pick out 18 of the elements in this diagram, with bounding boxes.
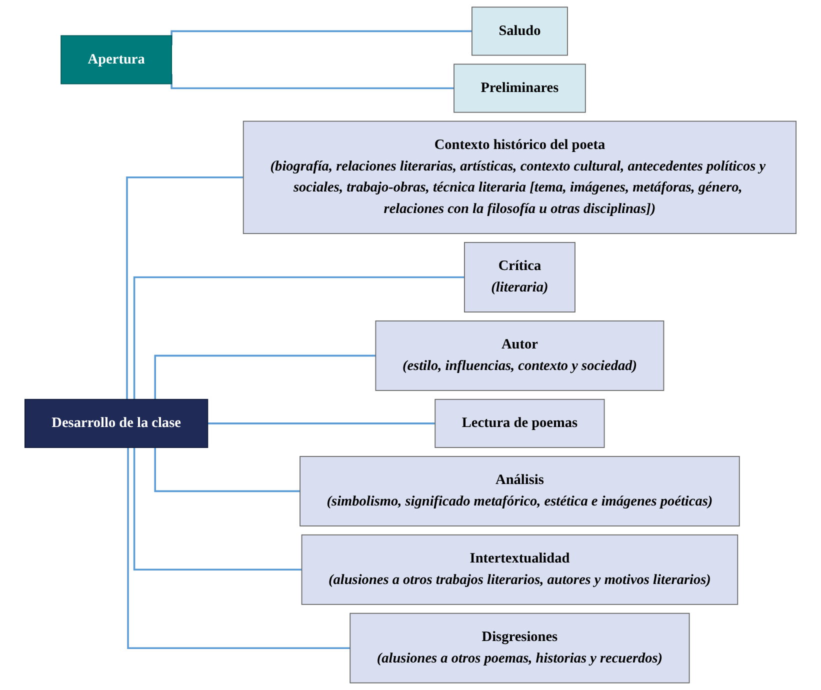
node-box: Preliminares bbox=[454, 64, 586, 113]
connector bbox=[133, 276, 464, 400]
node-box: Saludo bbox=[472, 6, 568, 56]
node-box: Apertura bbox=[60, 35, 172, 84]
connector bbox=[127, 448, 350, 649]
connector bbox=[126, 176, 244, 400]
node-box: Desarrollo de la clase bbox=[24, 398, 208, 448]
node-box: Contexto histórico del poeta (biografía, relaciones literarias, artísticas, contexto cultural, antecedentes políticos y sociales, trabajo-obras, técnica literaria [tema, imágenes, metáforas, género, relaciones con la filosofía u otras disciplinas]) bbox=[242, 120, 797, 234]
connector bbox=[133, 448, 302, 571]
connector bbox=[154, 448, 300, 492]
node-box: Disgresiones (alusiones a otros poemas, historias y recuerdos) bbox=[350, 612, 690, 684]
node-box: Intertextualidad (alusiones a otros trabajos literarios, autores y motivos literarios) bbox=[301, 534, 738, 605]
node-box: Lectura de poemas bbox=[434, 398, 605, 448]
node-box: Análisis (simbolismo, significado metafórico, estética e imágenes poéticas) bbox=[300, 456, 740, 526]
node-box: Crítica (literaria) bbox=[464, 242, 576, 312]
connector bbox=[154, 354, 376, 400]
node-box: Autor (estilo, influencias, contexto y sociedad) bbox=[375, 320, 664, 391]
connector bbox=[206, 422, 436, 424]
